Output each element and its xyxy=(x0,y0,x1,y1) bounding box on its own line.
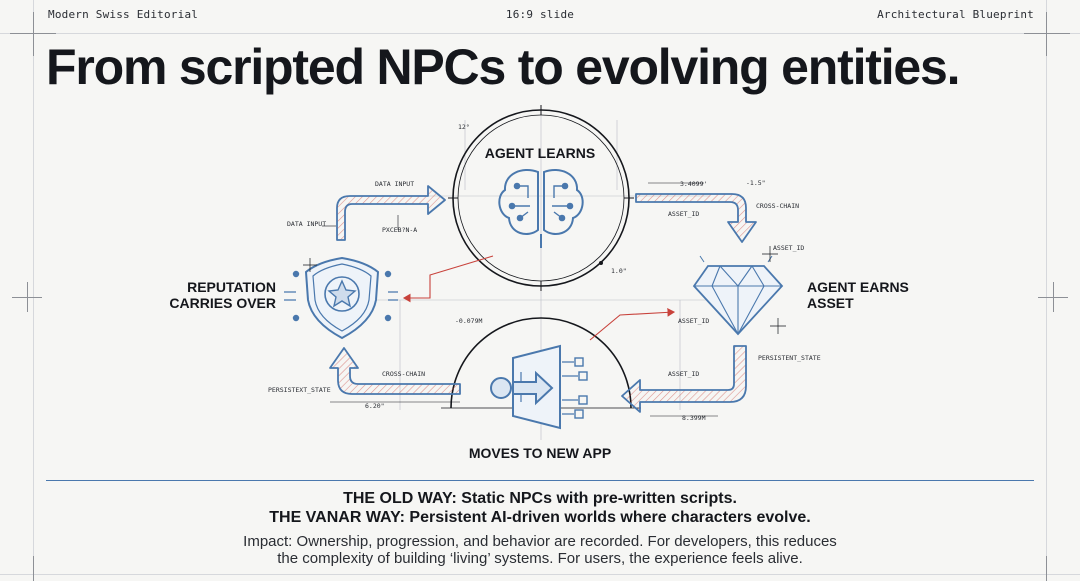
cross-chain-arrow xyxy=(621,345,747,413)
persistent-state-annotation-2: PERSISTEXT_STATE xyxy=(268,386,331,394)
asset-id-annotation-2: ASSET_ID xyxy=(773,244,804,252)
dimension-top-annotation: 3.4099' xyxy=(680,180,707,188)
crop-mark-ml-v xyxy=(27,282,28,312)
shield-star-icon xyxy=(284,256,398,340)
diamond-icon xyxy=(692,255,784,336)
frame-bottom-line xyxy=(0,574,1080,575)
moves-to-new-app-label: MOVES TO NEW APP xyxy=(469,445,611,461)
inch-annotation: 1.0" xyxy=(611,267,627,275)
impact-text-line-2: the complexity of building ‘living’ syst… xyxy=(277,550,803,567)
agent-earns-label-line-2: ASSET xyxy=(807,295,854,311)
moves-to-new-app-node: MOVES TO NEW APP xyxy=(441,317,641,461)
portal-icon xyxy=(490,344,588,430)
crop-mark-tr-v xyxy=(1046,12,1047,56)
crop-mark-br-v xyxy=(1046,556,1047,581)
frame-left-line xyxy=(33,0,34,581)
crop-mark-mr-v xyxy=(1053,282,1054,312)
crop-mark-tr-h xyxy=(1024,33,1070,34)
negative-dimension-annotation: -0.079M xyxy=(455,317,482,325)
asset-id-annotation-3: ASSET_ID xyxy=(678,317,709,325)
crop-mark-tl-v xyxy=(33,12,34,56)
agent-earns-label-line-1: AGENT EARNS xyxy=(807,279,909,295)
section-divider xyxy=(46,480,1034,481)
asset-id-annotation-4: ASSET_ID xyxy=(668,370,699,378)
dimension-top-b-annotation: -1.5" xyxy=(746,179,766,187)
reputation-return-arrow xyxy=(329,347,461,395)
red-connectors xyxy=(402,255,676,341)
asset-id-annotation-1: ASSET_ID xyxy=(668,210,699,218)
cross-chain-annotation-2: CROSS-CHAIN xyxy=(382,370,425,378)
meta-theme-label: Architectural Blueprint xyxy=(877,8,1034,21)
old-way-statement: THE OLD WAY: Static NPCs with pre-writte… xyxy=(343,490,737,507)
new-way-statement: THE VANAR WAY: Persistent AI-driven worl… xyxy=(269,509,811,526)
blueprint-annotations: 12° DATA INPUT DATA INPUT PXCEB?N-A 3.40… xyxy=(268,123,821,422)
meta-format-label: 16:9 slide xyxy=(505,8,575,21)
dimension-right-annotation: 8.399M xyxy=(682,414,706,422)
agent-learns-label: AGENT LEARNS xyxy=(485,145,595,161)
impact-text-line-1: Impact: Ownership, progression, and beha… xyxy=(243,533,837,550)
data-input-arrow xyxy=(336,185,446,241)
reputation-label-line-2: CARRIES OVER xyxy=(169,295,276,311)
reputation-label-line-1: REPUTATION xyxy=(187,279,276,295)
cross-chain-annotation-1: CROSS-CHAIN xyxy=(756,202,799,210)
data-input-annotation-2: DATA INPUT xyxy=(287,220,326,228)
asset-output-arrow xyxy=(635,193,757,243)
package-annotation: PXCEB?N-A xyxy=(382,226,417,234)
data-input-annotation-1: DATA INPUT xyxy=(375,180,414,188)
persistent-state-annotation-1: PERSISTENT_STATE xyxy=(758,354,821,362)
brain-icon xyxy=(498,169,584,248)
dimension-left-annotation: 6.20" xyxy=(365,402,385,410)
angle-annotation: 12° xyxy=(458,123,470,131)
frame-right-line xyxy=(1046,0,1047,581)
frame-top-line xyxy=(0,33,1080,34)
meta-style-label: Modern Swiss Editorial xyxy=(48,8,199,21)
agent-learns-node: AGENT LEARNS xyxy=(448,105,634,291)
crop-mark-bl-v xyxy=(33,556,34,581)
page-title: From scripted NPCs to evolving entities. xyxy=(46,39,961,95)
